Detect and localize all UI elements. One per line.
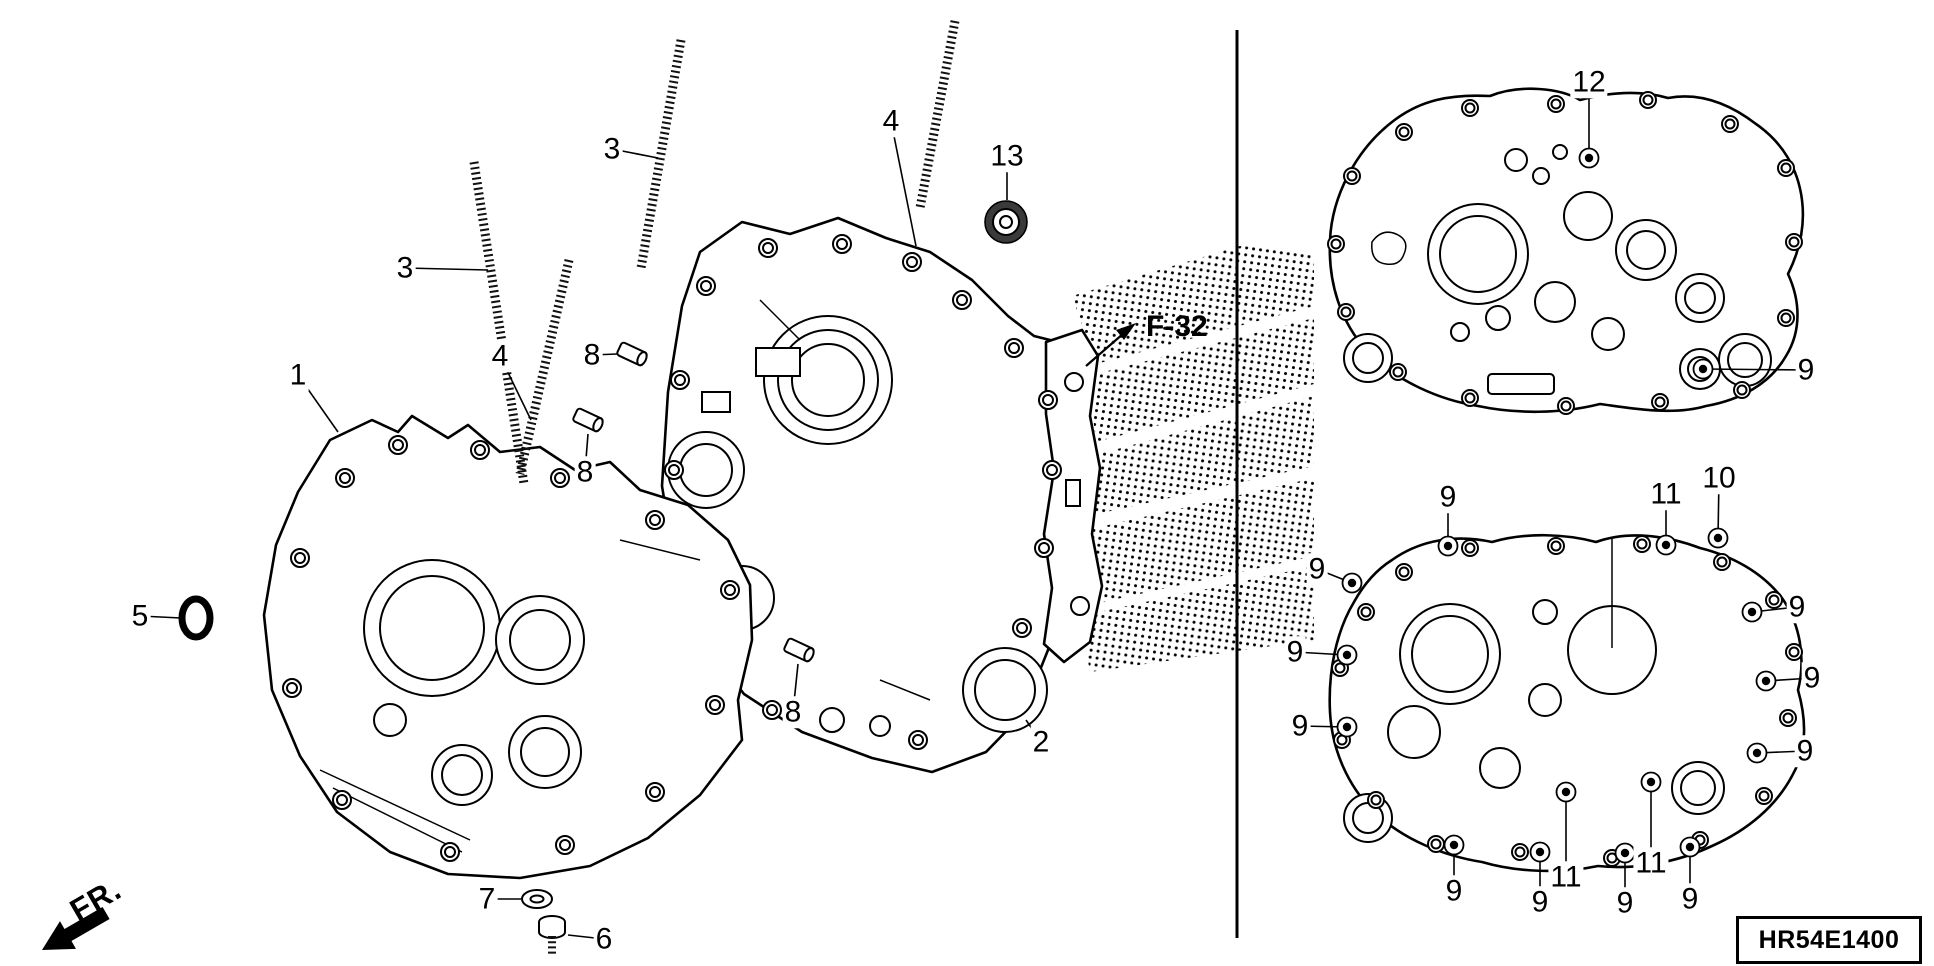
callout-9: 9 <box>1443 874 1465 908</box>
reference-label: F-32 <box>1146 310 1208 343</box>
callout-9: 9 <box>1289 709 1311 743</box>
studs <box>469 20 960 485</box>
diagram-code: HR54E1400 <box>1758 925 1900 954</box>
flange-bolt <box>538 915 566 954</box>
callout-9: 9 <box>1529 885 1551 919</box>
callout-4: 4 <box>880 104 902 138</box>
callout-9: 9 <box>1801 661 1823 695</box>
callout-11: 11 <box>1633 846 1669 880</box>
callout-2: 2 <box>1030 725 1052 759</box>
sealing-washer <box>521 889 553 909</box>
right-crankcase-half <box>660 216 1104 774</box>
callout-13: 13 <box>988 139 1026 173</box>
callout-7: 7 <box>476 882 498 916</box>
callout-9: 9 <box>1794 734 1816 768</box>
fr-direction-marker: FR. <box>42 871 127 950</box>
callout-6: 6 <box>593 922 615 956</box>
callout-leader-lines <box>139 82 1813 940</box>
callout-5: 5 <box>129 599 151 633</box>
callout-9: 9 <box>1786 590 1808 624</box>
callout-9: 9 <box>1284 635 1306 669</box>
bolt-holes <box>664 234 1062 750</box>
callout-8: 8 <box>574 455 596 489</box>
callout-4: 4 <box>489 339 511 373</box>
callout-11: 11 <box>1548 860 1584 894</box>
callout-9: 9 <box>1795 353 1817 387</box>
fr-arrow-icon <box>42 906 110 950</box>
crankcase-view-top <box>1327 87 1805 415</box>
dowel-pin <box>783 637 815 663</box>
f32-reference-arrow: F-32 <box>1085 310 1208 367</box>
dowel-pin <box>616 341 648 367</box>
callout-9: 9 <box>1679 882 1701 916</box>
callout-9: 9 <box>1306 552 1328 586</box>
halftone-shading <box>1072 246 1314 672</box>
callout-12: 12 <box>1570 65 1608 99</box>
callout-11: 11 <box>1648 477 1684 511</box>
callout-8: 8 <box>581 338 603 372</box>
callout-8: 8 <box>782 695 804 729</box>
callout-3: 3 <box>601 132 623 166</box>
o-ring <box>178 595 214 641</box>
bolt-holes <box>1327 91 1803 415</box>
callout-10: 10 <box>1700 461 1738 495</box>
callout-3: 3 <box>394 251 416 285</box>
diagram-code-plate: HR54E1400 <box>1736 916 1922 964</box>
crankcase-view-bottom <box>1328 533 1806 873</box>
oil-seal <box>984 200 1028 244</box>
dowel-pins <box>572 341 815 663</box>
callout-9: 9 <box>1437 480 1459 514</box>
stud-3b <box>636 39 686 269</box>
bolt-holes <box>282 435 740 862</box>
fr-label: FR. <box>64 871 127 928</box>
callout-1: 1 <box>287 358 309 392</box>
stud-3a <box>469 161 529 485</box>
left-crankcase-half <box>262 414 754 880</box>
callout-9: 9 <box>1614 886 1636 920</box>
stud-4a <box>515 258 574 476</box>
stud-4b <box>915 20 960 209</box>
bolt-holes <box>1331 535 1803 867</box>
dowel-pin <box>572 407 604 433</box>
